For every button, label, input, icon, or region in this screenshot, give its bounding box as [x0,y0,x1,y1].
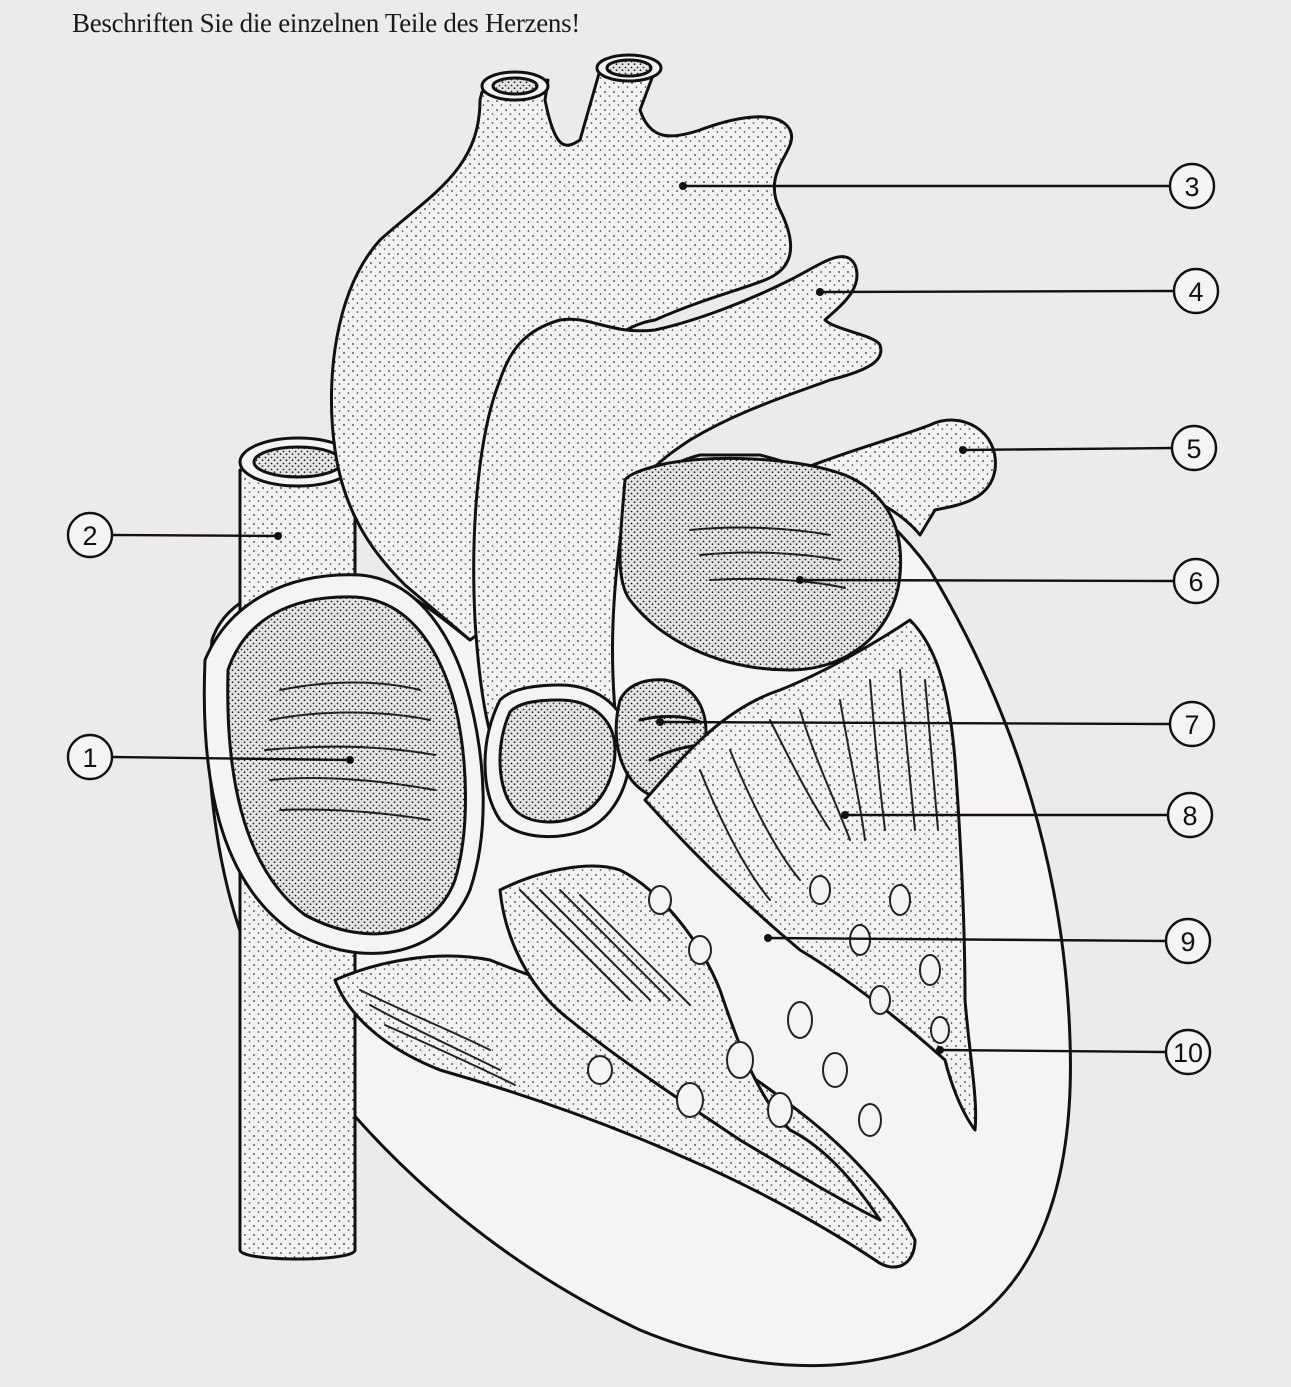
label-3: 3 [1184,172,1199,202]
leader-line-1 [111,755,351,762]
leader-dot-6 [796,576,804,584]
leader-dot-4 [816,288,824,296]
number-circle-5 [1170,424,1218,472]
label-4: 4 [1188,277,1203,307]
number-circle-2 [66,511,114,559]
label-2: 2 [82,521,97,551]
pulmonary-vein [798,418,997,537]
leader-dot-7 [656,718,664,726]
leader-dot-3 [679,182,687,190]
leader-line-4 [819,289,1175,294]
number-circle-1 [66,733,114,781]
leader-dot-2 [274,532,282,540]
leader-line-9 [767,936,1167,943]
label-9: 9 [1180,927,1195,957]
leader-dot-10 [936,1046,944,1054]
left-ventricle [643,618,978,1132]
label-6: 6 [1188,567,1203,597]
page-title: Beschriften Sie die einzelnen Teile des … [72,8,581,38]
label-10: 10 [1173,1038,1203,1068]
label-7: 7 [1184,710,1199,740]
leader-dot-5 [959,446,967,454]
leader-line-7 [659,720,1171,726]
leader-dot-8 [841,811,849,819]
leader-dot-1 [346,756,354,764]
label-5: 5 [1186,434,1201,464]
leader-line-2 [111,533,279,538]
label-markers: 1 2 3 4 5 6 7 8 9 10 [66,162,1220,1076]
leader-line-6 [799,578,1175,583]
number-circle-9 [1164,917,1212,965]
left-atrium [618,456,903,672]
leader-line-10 [939,1048,1167,1054]
ventricular-septum [498,864,882,1222]
leader-line-5 [962,446,1173,452]
number-circle-7 [1168,700,1216,748]
leader-dot-9 [764,934,772,942]
number-circle-6 [1172,557,1220,605]
number-circle-8 [1166,791,1214,839]
label-8: 8 [1182,801,1197,831]
number-circle-10 [1164,1028,1212,1076]
number-circle-4 [1172,267,1220,315]
number-circle-3 [1168,162,1216,210]
label-1: 1 [82,743,97,773]
